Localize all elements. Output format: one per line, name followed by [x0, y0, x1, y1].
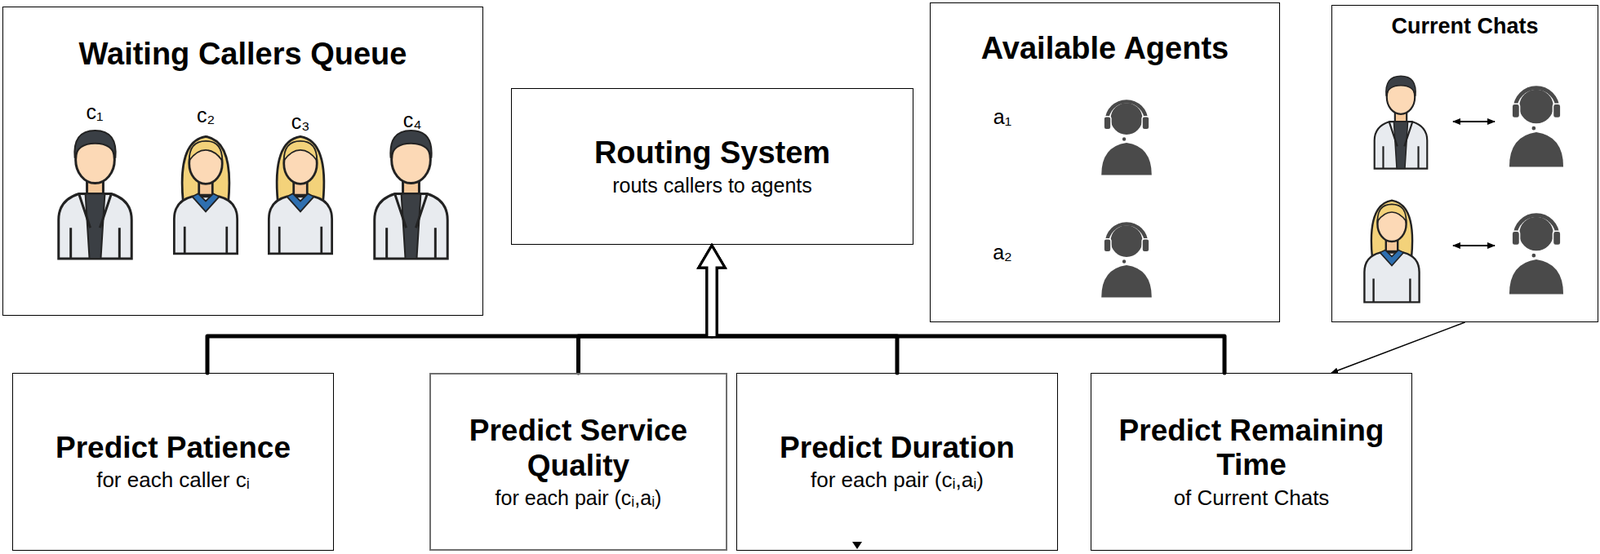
box-subtext: of Current Chats — [1173, 486, 1330, 512]
box-subtext: for each caller cᵢ — [96, 468, 250, 494]
caller-icon — [268, 136, 332, 254]
hollow-arrow — [698, 245, 725, 337]
prediction-box: Predict Remaining Timeof Current Chats — [1090, 373, 1413, 552]
agent-icon — [1101, 101, 1152, 175]
hollow-arrow — [698, 245, 725, 337]
box-heading: Routing System — [594, 135, 831, 172]
caller-icon — [58, 130, 132, 259]
agent-label: a₂ — [992, 241, 1013, 265]
caller-label: c₃ — [291, 111, 311, 134]
queue-panel: Waiting Callers Queue — [2, 6, 484, 316]
caller-icon — [374, 130, 448, 259]
hollow-arrow — [698, 245, 725, 337]
prediction-box: Predict Durationfor each pair (cᵢ,aᵢ) — [736, 373, 1058, 552]
caller-label: c₁ — [86, 101, 104, 125]
caller-icon — [173, 136, 237, 254]
connector — [578, 245, 726, 374]
box-subtext: for each pair (cᵢ,aᵢ) — [495, 486, 663, 511]
agent-icon — [1509, 215, 1564, 295]
chats-panel: Current Chats — [1331, 4, 1599, 323]
box-heading: Waiting Callers Queue — [79, 36, 408, 73]
prediction-box: Predict Service Qualityfor each pair (cᵢ… — [429, 373, 728, 552]
agent-icon — [1101, 223, 1152, 298]
caller-label: c₂ — [196, 104, 215, 128]
connector — [698, 245, 898, 374]
routing-box: Routing Systemrouts callers to agents — [511, 88, 914, 245]
box-subtext: routs callers to agents — [612, 173, 813, 198]
box-heading: Current Chats — [1391, 13, 1538, 40]
prediction-box: Predict Patiencefor each caller cᵢ — [12, 373, 334, 552]
connector — [207, 245, 725, 374]
agent-icon — [1509, 88, 1564, 168]
caller-label: c₄ — [403, 109, 423, 133]
small-arrowhead — [852, 542, 863, 550]
hollow-arrow — [698, 245, 725, 337]
box-heading: Predict Service Quality — [439, 413, 718, 484]
chat-arrow — [1453, 244, 1495, 247]
box-heading: Predict Remaining Time — [1099, 413, 1404, 484]
data-arrow — [1331, 322, 1466, 374]
agents-panel: Available Agents — [929, 2, 1280, 323]
caller-icon — [1374, 75, 1428, 169]
box-heading: Available Agents — [981, 31, 1229, 67]
merge-line — [711, 269, 898, 374]
agent-label: a₁ — [993, 106, 1012, 129]
connector — [1331, 322, 1466, 374]
box-heading: Predict Patience — [55, 431, 291, 467]
merge-line — [207, 269, 712, 374]
caller-icon — [1364, 200, 1419, 303]
merge-line — [578, 269, 713, 374]
chat-arrow — [1453, 120, 1495, 123]
box-heading: Predict Duration — [779, 431, 1015, 467]
connector — [698, 245, 1225, 374]
box-subtext: for each pair (cᵢ,aᵢ) — [810, 468, 984, 494]
